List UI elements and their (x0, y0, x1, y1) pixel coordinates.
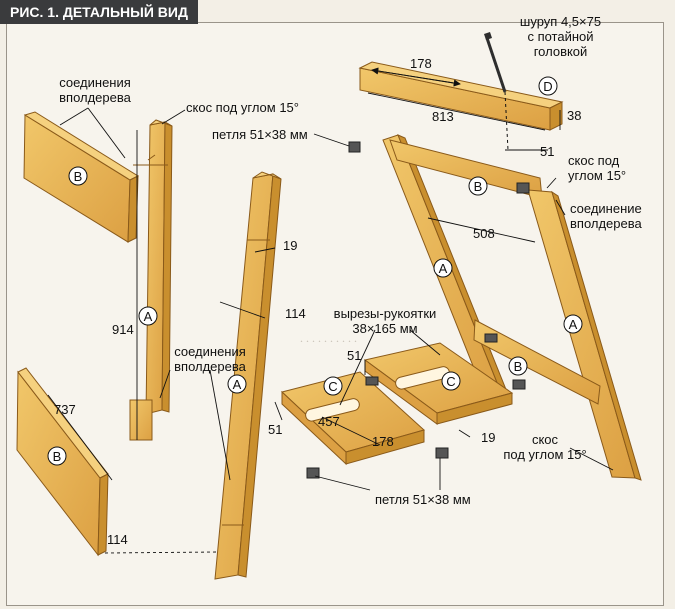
label-hinge-top: петля 51×38 мм (212, 127, 308, 142)
dim-38: 38 (567, 108, 582, 123)
part-c-letter-1: C (446, 374, 456, 389)
part-d-letter: D (543, 79, 553, 94)
label-bevel-right: скос под углом 15° (568, 153, 627, 183)
rail-d (358, 61, 564, 131)
part-b-letter-3: B (473, 179, 483, 194)
dim-19-bottom: 19 (481, 430, 496, 445)
label-bevel-top: скос под углом 15° (186, 100, 299, 115)
part-a-letter-3: A (438, 261, 448, 276)
screw (484, 32, 509, 151)
dim-508: 508 (473, 226, 495, 241)
part-b-letter-4: B (513, 359, 523, 374)
dim-114-bottom: 114 (107, 532, 128, 547)
dim-51-cut: 51 (347, 348, 362, 363)
dim-813: 813 (432, 109, 454, 124)
part-a-letter-1: A (143, 309, 153, 324)
dim-51-left: 51 (268, 422, 283, 437)
label-joints-top: соединения вполдерева (59, 75, 131, 105)
label-hinge-bottom: петля 51×38 мм (375, 492, 471, 507)
leg-a-middle (214, 171, 282, 580)
label-joint-right: соединение вполдерева (570, 201, 642, 231)
label-bevel-bottom: скос под углом 15° (503, 432, 587, 462)
part-b-letter-2: B (52, 449, 62, 464)
dim-114-mid: 114 (285, 306, 306, 321)
dim-51-right: 51 (540, 144, 555, 159)
part-markers (47, 76, 583, 466)
part-a-letter-2: A (232, 377, 242, 392)
dim-178-bottom: 178 (372, 434, 394, 449)
dim-19-top: 19 (283, 238, 298, 253)
leg-a-left (129, 119, 173, 441)
seat-c-right (363, 342, 514, 425)
part-b-letter-1: B (73, 169, 83, 184)
label-joints-mid: соединения вполдерева (174, 344, 246, 374)
label-screw: шуруп 4,5×75 с потайной головкой (519, 14, 602, 59)
label-cutouts: вырезы-рукоятки 38×165 мм (333, 306, 437, 336)
dim-178-top: 178 (410, 56, 432, 71)
dim-457: 457 (318, 414, 340, 429)
figure-title: РИС. 1. ДЕТАЛЬНЫЙ ВИД (0, 0, 198, 24)
background-text: . . . . . . . . . . (300, 331, 357, 345)
dimension-lines (47, 67, 614, 554)
hinges (306, 141, 449, 479)
part-a-letter-4: A (568, 317, 578, 332)
part-c-letter-2: C (328, 379, 338, 394)
dim-914: 914 (112, 322, 134, 337)
dim-737: 737 (54, 402, 76, 417)
